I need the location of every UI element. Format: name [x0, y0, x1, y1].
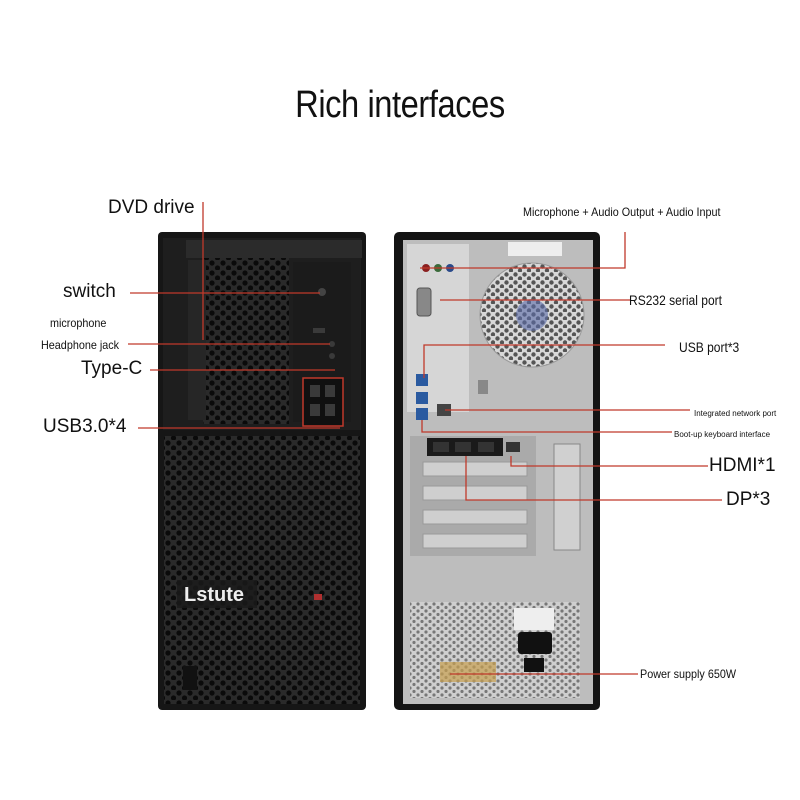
front-case [158, 232, 366, 710]
label-usb-rear: USB port*3 [679, 339, 740, 355]
label-headphone-jack: Headphone jack [41, 338, 120, 352]
label-power-supply: Power supply 650W [640, 667, 737, 681]
brand-logo: Lstute [184, 584, 244, 606]
page-title: Rich interfaces [295, 84, 505, 126]
label-microphone: microphone [50, 316, 107, 330]
leader-lines [128, 202, 722, 675]
label-hdmi: HDMI*1 [709, 455, 776, 476]
label-usb-front: USB3.0*4 [43, 416, 127, 437]
label-switch: switch [63, 281, 116, 302]
label-network: Integrated network port [694, 409, 777, 418]
label-dvd-drive: DVD drive [108, 197, 195, 218]
label-rs232: RS232 serial port [629, 292, 723, 308]
label-type-c: Type-C [81, 358, 143, 379]
rear-case [394, 232, 600, 710]
label-dp: DP*3 [726, 489, 771, 510]
label-keyboard: Boot-up keyboard interface [674, 430, 771, 439]
label-audio: Microphone + Audio Output + Audio Input [523, 205, 721, 219]
